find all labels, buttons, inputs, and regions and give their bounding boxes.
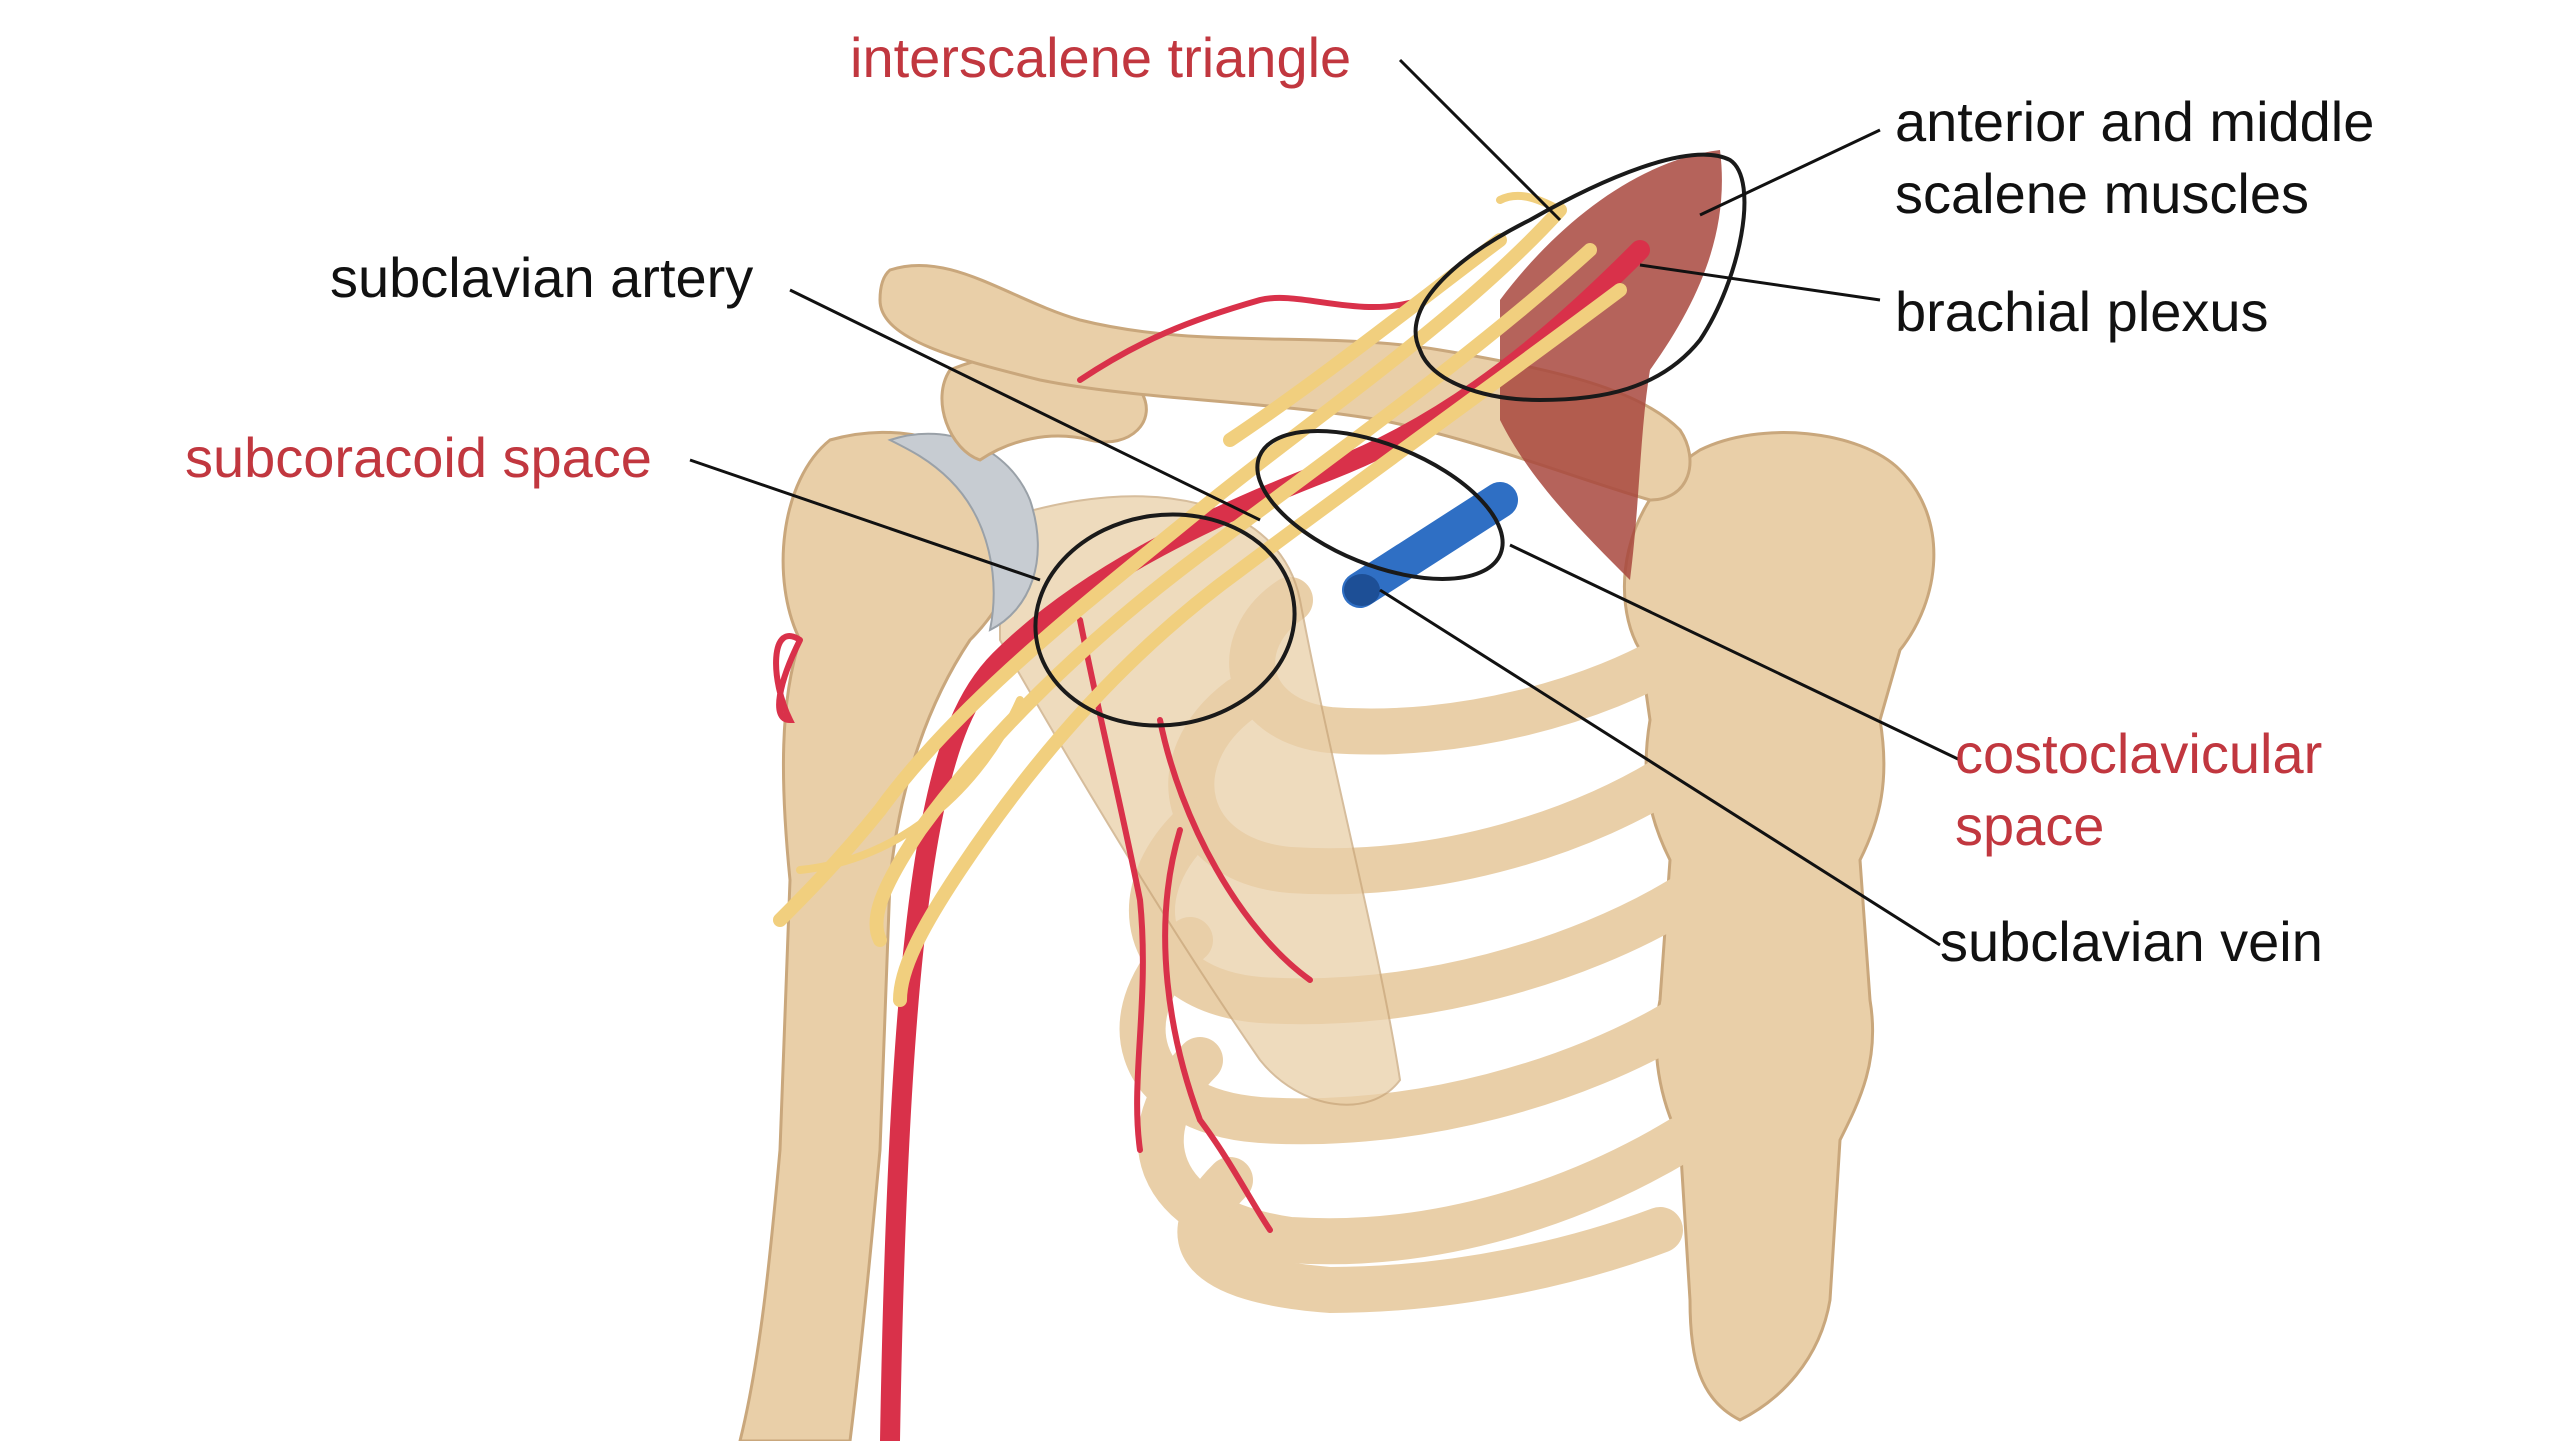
nerve-4: [1223, 233, 1507, 447]
leader-subclavian-artery: [789, 288, 1261, 522]
artery-branch-2: [1077, 617, 1146, 1153]
vein-path: [1342, 482, 1518, 608]
rib-6: [1177, 1157, 1683, 1314]
nerve-1: [773, 203, 1567, 927]
leader-subcoracoid: [689, 458, 1041, 582]
label-costoclavicular-space: costoclavicular space: [1955, 718, 2322, 862]
leader-brachial-plexus: [1639, 263, 1881, 302]
rib-5: [1137, 1037, 1703, 1265]
artery-branch-5: [773, 633, 803, 724]
clavicle: [878, 263, 1692, 502]
label-line: interscalene triangle: [850, 26, 1352, 89]
label-line: costoclavicular: [1955, 722, 2323, 785]
region-outlines: [1033, 152, 1747, 728]
interscalene-outline: [1413, 152, 1747, 403]
leader-subclavian-vein: [1379, 588, 1941, 947]
label-subclavian-vein: subclavian vein: [1940, 906, 2323, 978]
label-line: brachial plexus: [1895, 280, 2269, 343]
label-line: anterior and middle: [1895, 90, 2375, 153]
label-interscalene-triangle: interscalene triangle: [850, 22, 1351, 94]
subclavian-vein-vessel: [1342, 482, 1518, 608]
label-line: subclavian artery: [330, 246, 754, 309]
label-subcoracoid-space: subcoracoid space: [185, 422, 652, 494]
scalene-muscles: [1500, 150, 1722, 580]
costoclavicular-outline: [1255, 429, 1505, 581]
nerve-6: [796, 696, 1024, 874]
vein-end: [1344, 574, 1380, 606]
leader-scalene-muscles: [1699, 128, 1881, 217]
scapula: [999, 495, 1402, 1106]
leader-lines: [689, 58, 1961, 947]
leader-costoclavicular: [1509, 543, 1961, 762]
label-line: scalene muscles: [1895, 162, 2309, 225]
label-line: subcoracoid space: [185, 426, 652, 489]
subcoracoid-outline: [1033, 512, 1297, 728]
label-line: subclavian vein: [1940, 910, 2323, 973]
nerve-3: [893, 283, 1627, 1007]
leader-interscalene: [1398, 58, 1562, 222]
label-subclavian-artery: subclavian artery: [330, 242, 753, 314]
artery-branch-4: [1162, 827, 1273, 1233]
artery-branch-3: [1157, 717, 1313, 983]
label-line: space: [1955, 794, 2105, 857]
label-anterior-middle-scalene: anterior and middle scalene muscles: [1895, 86, 2374, 230]
label-brachial-plexus: brachial plexus: [1895, 276, 2269, 348]
artery-branch-1: [1077, 294, 1423, 383]
